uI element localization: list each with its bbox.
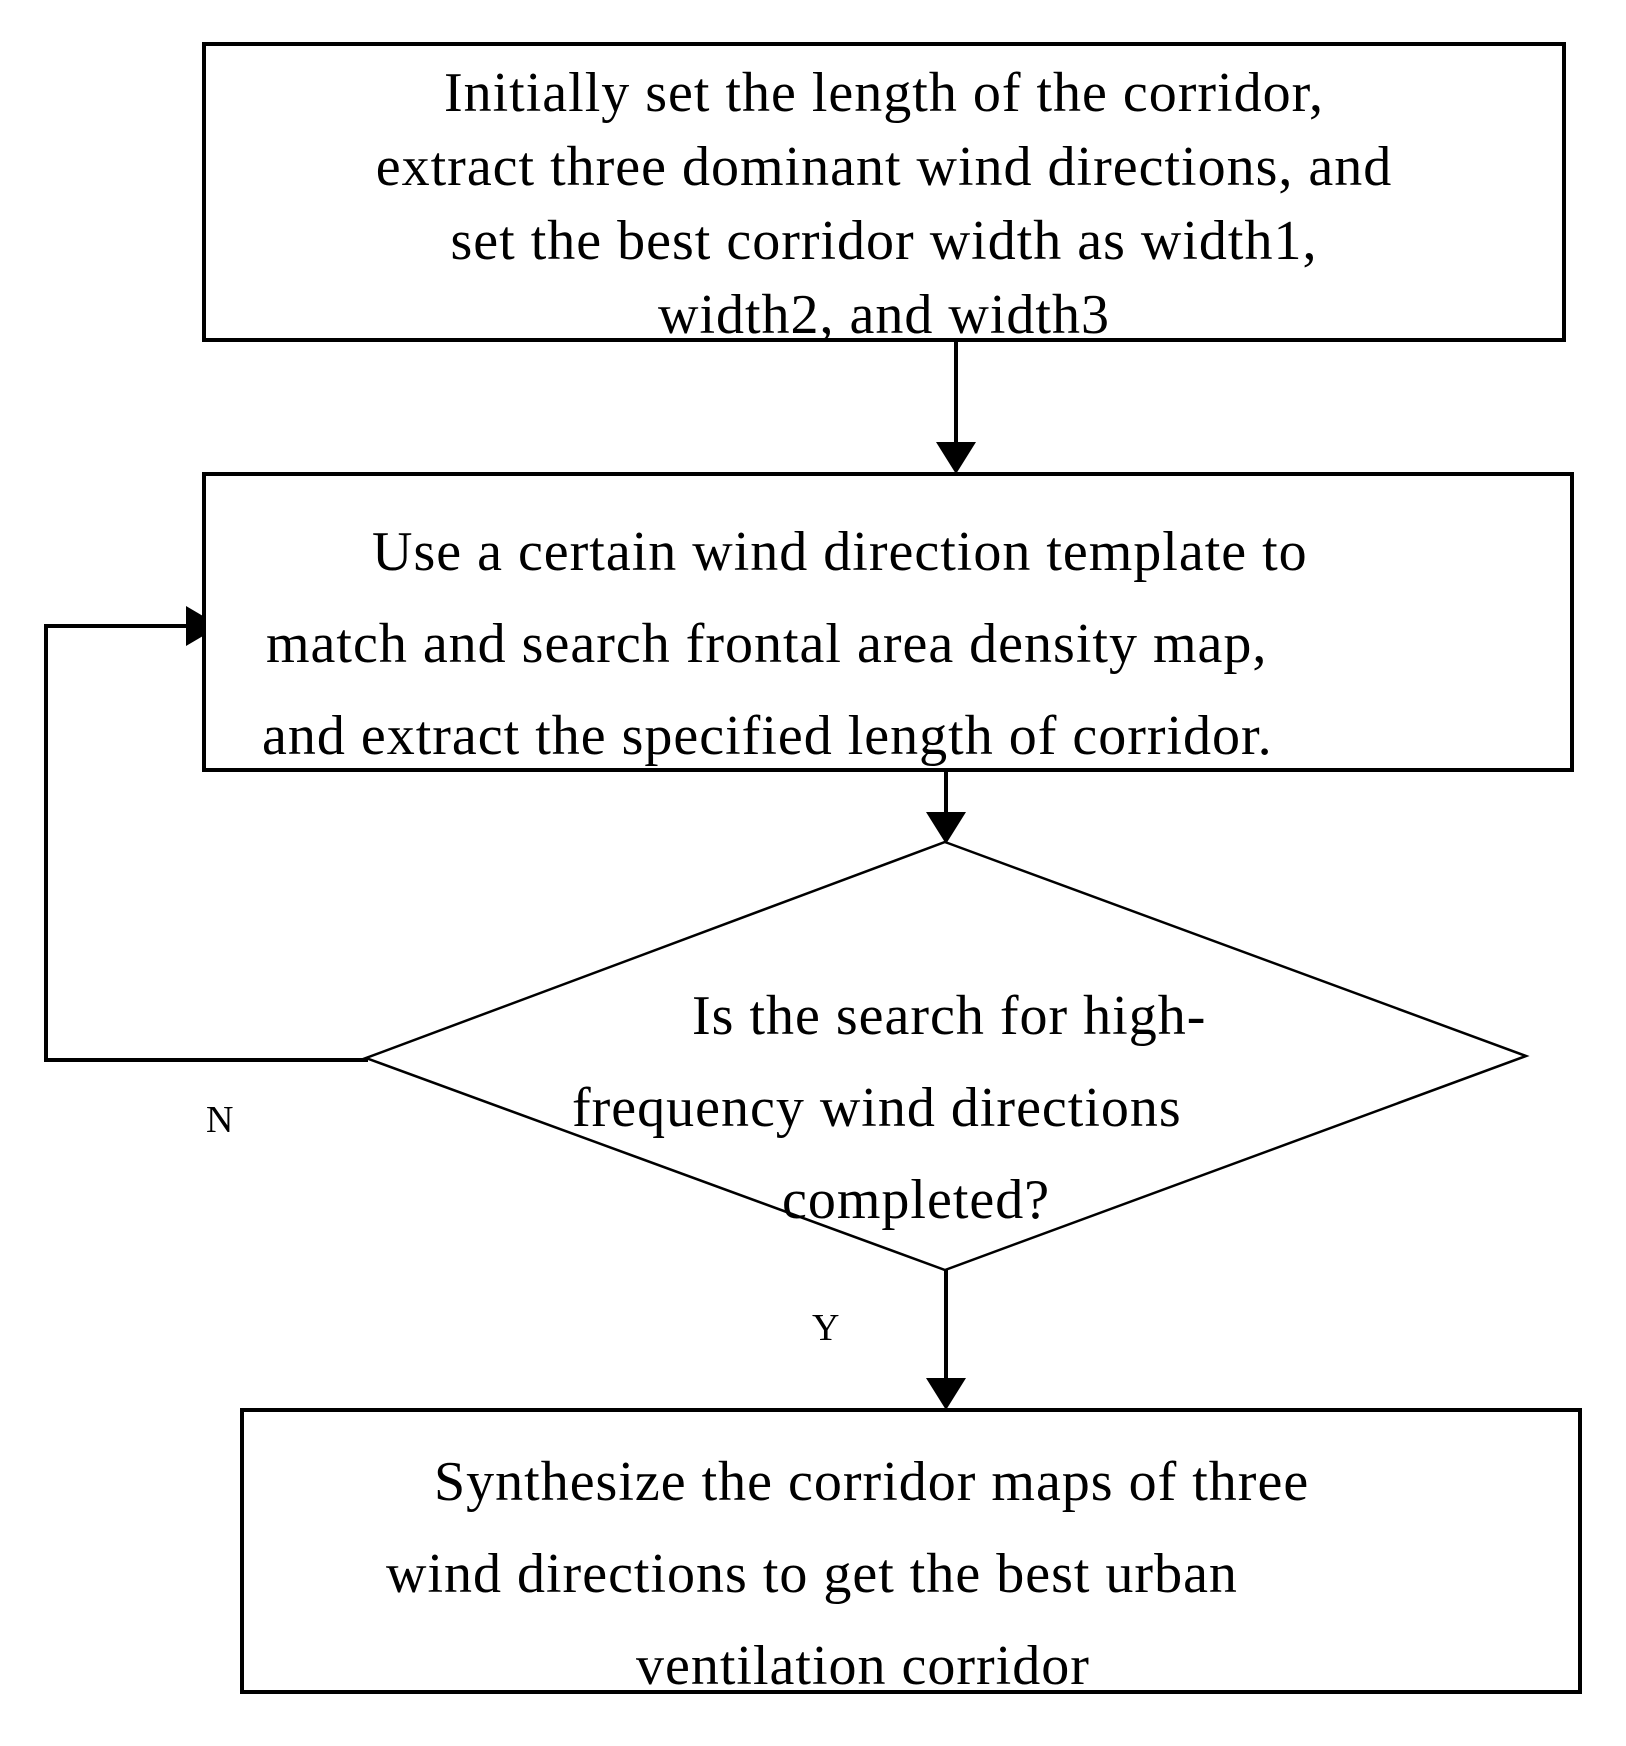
step3-text: Synthesize the corridor maps of three wi… <box>244 1436 1578 1712</box>
step3-line-1: Synthesize the corridor maps of three <box>434 1451 1310 1513</box>
step2-line-2: match and search frontal area density ma… <box>266 613 1268 675</box>
decision-line-3: completed? <box>782 1169 1051 1231</box>
decision-yes-label: Y <box>812 1307 840 1349</box>
decision-line-1: Is the search for high- <box>692 985 1207 1047</box>
step2-text: Use a certain wind direction template to… <box>206 506 1570 782</box>
decision-text: Is the search for high- frequency wind d… <box>560 970 1360 1246</box>
arrowhead-step1-to-step2 <box>936 442 976 474</box>
step2-box: Use a certain wind direction template to… <box>202 472 1574 772</box>
step3-line-2: wind directions to get the best urban <box>386 1543 1238 1605</box>
step1-line-1: Initially set the length of the corridor… <box>443 62 1325 124</box>
step2-line-1: Use a certain wind direction template to <box>372 521 1308 583</box>
arrowhead-decision-to-step3 <box>926 1378 966 1410</box>
step3-box: Synthesize the corridor maps of three wi… <box>240 1408 1582 1697</box>
decision-line-2: frequency wind directions <box>572 1077 1182 1139</box>
step1-line-2: extract three dominant wind directions, … <box>375 136 1393 198</box>
arrow-decision-loop-back <box>44 624 368 1062</box>
decision-no-label: N <box>206 1099 234 1141</box>
step3-line-3: ventilation corridor <box>636 1635 1090 1697</box>
step2-line-3: and extract the specified length of corr… <box>262 705 1273 767</box>
step1-line-4: width2, and width3 <box>658 284 1110 346</box>
arrowhead-step2-to-decision <box>926 812 966 844</box>
step1-text: Initially set the length of the corridor… <box>206 56 1562 352</box>
step1-box: Initially set the length of the corridor… <box>202 42 1566 346</box>
step1-line-3: set the best corridor width as width1, <box>450 210 1318 272</box>
